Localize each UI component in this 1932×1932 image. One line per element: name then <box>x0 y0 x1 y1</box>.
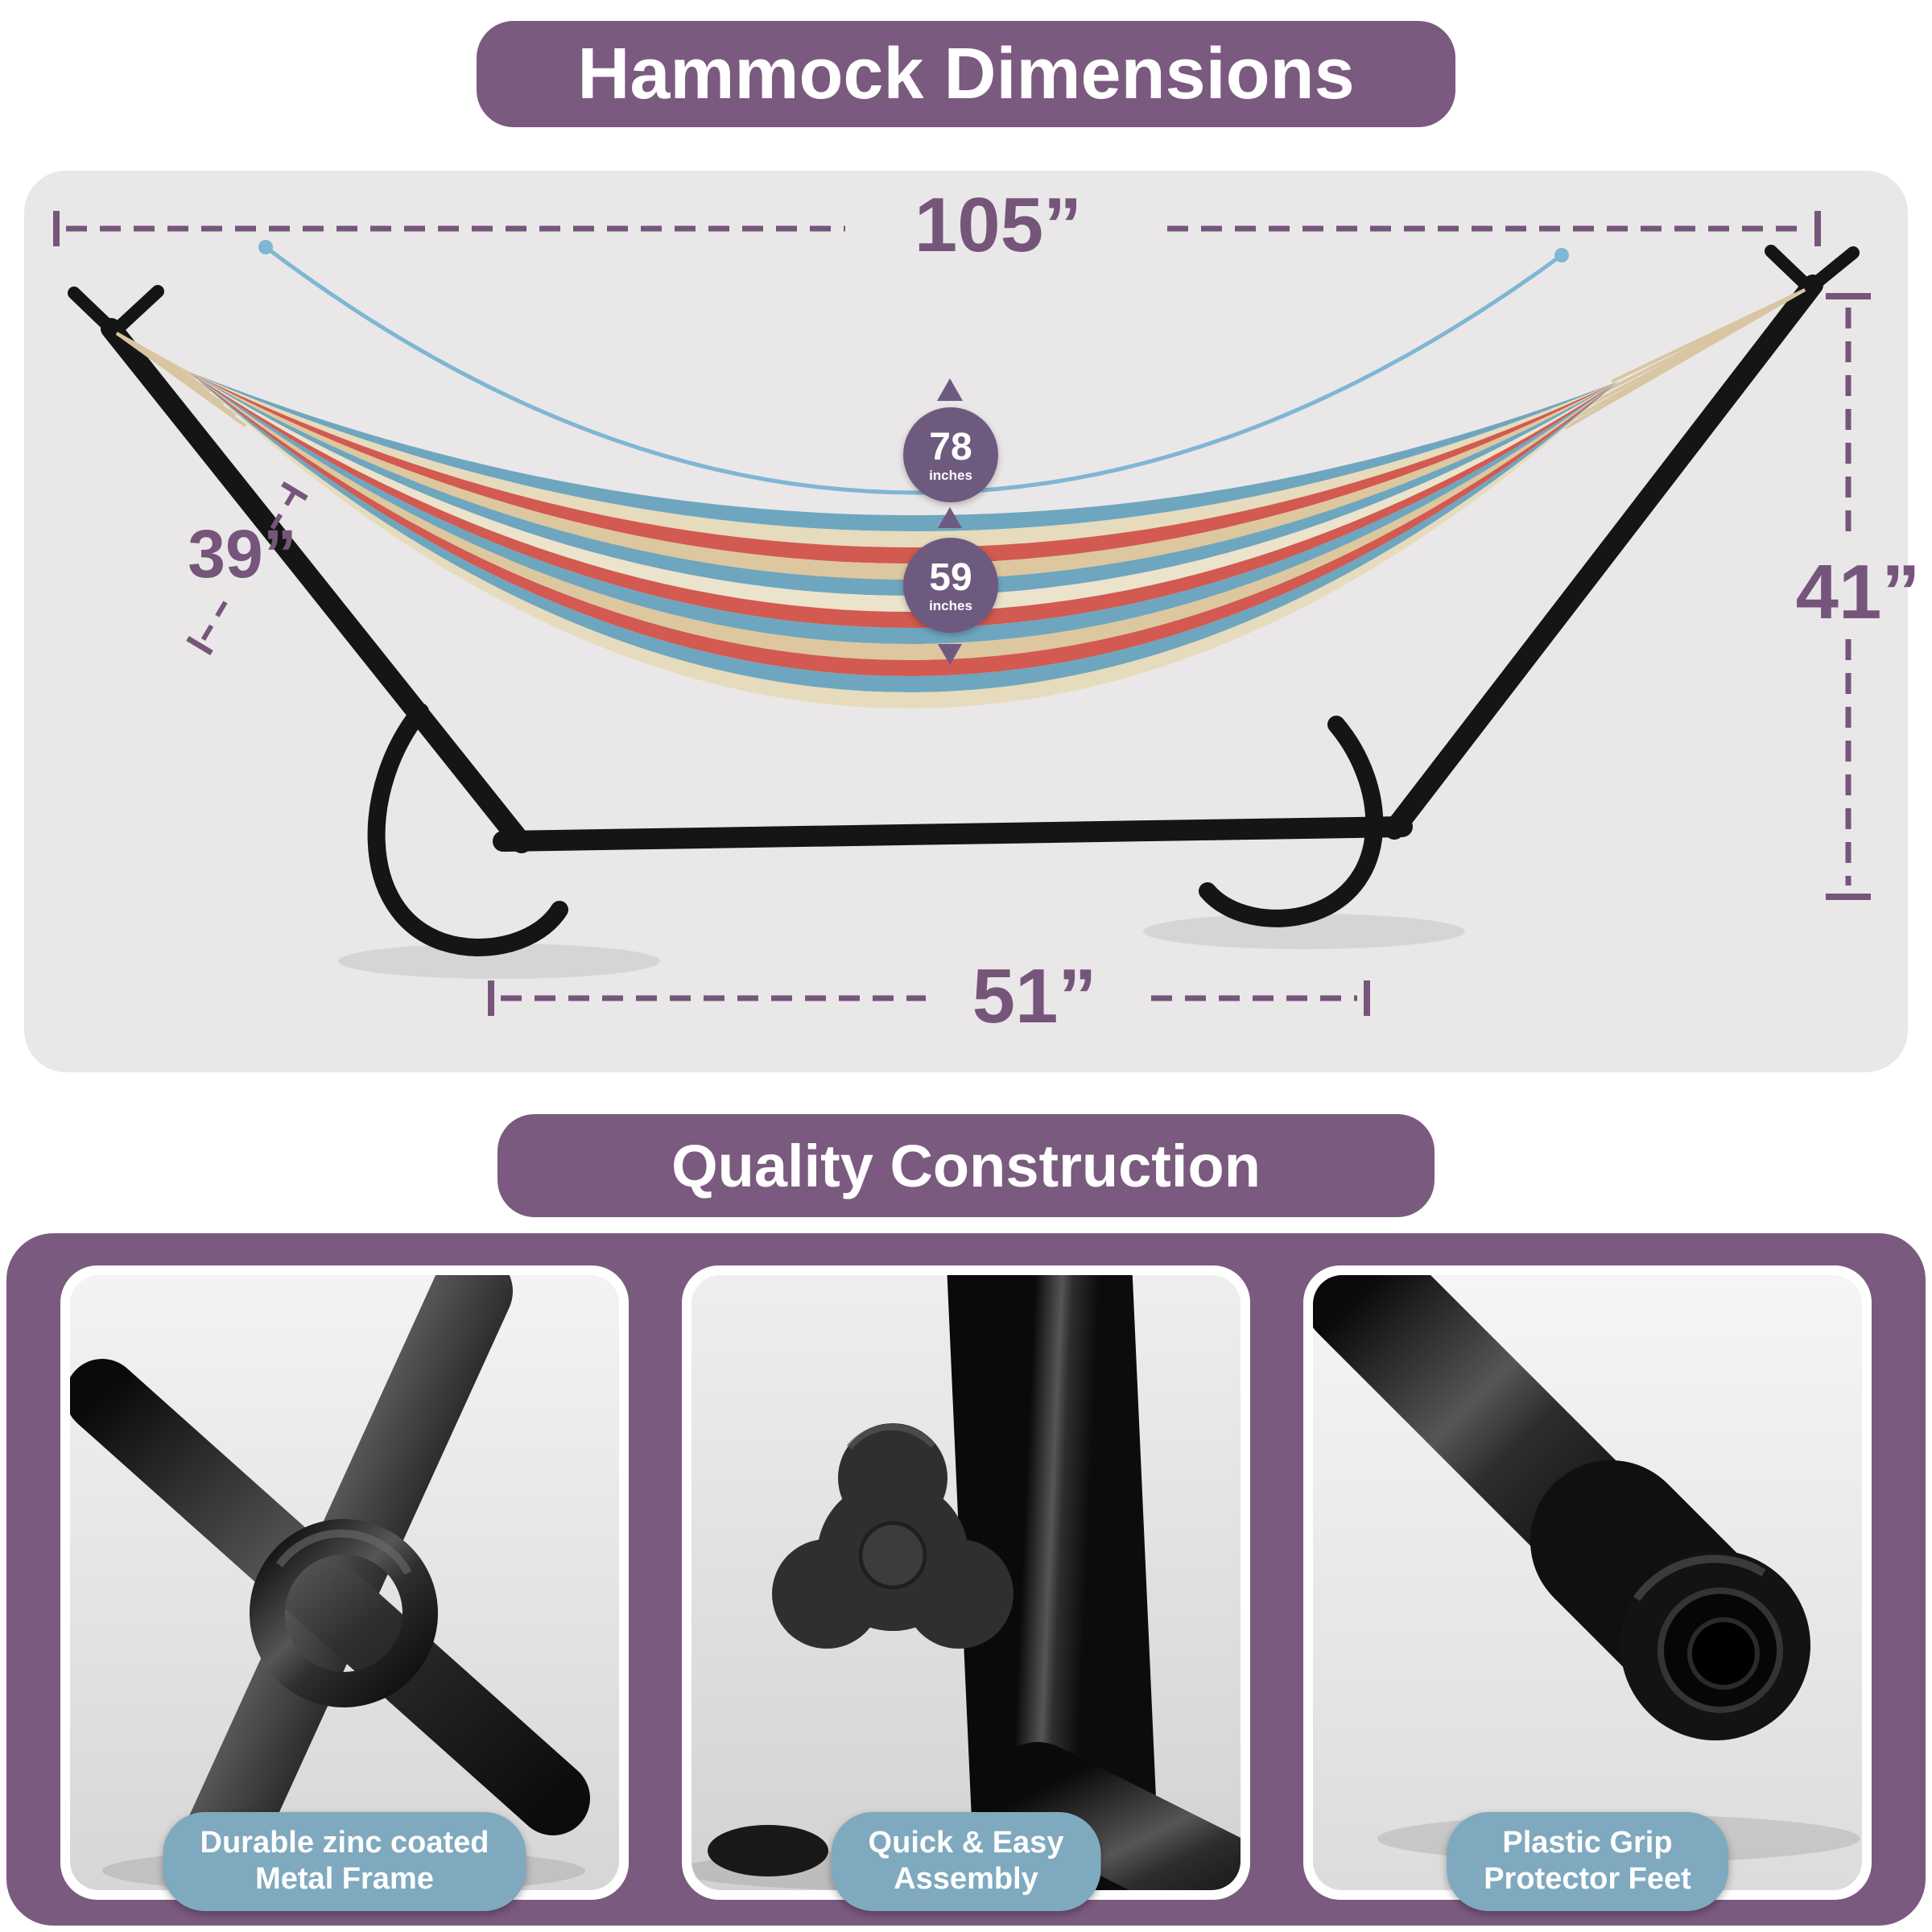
fabric-length-badge: 78 inches <box>903 407 998 502</box>
feature-2-line-1: Quick & Easy <box>868 1825 1064 1860</box>
metal-frame-photo <box>70 1275 619 1890</box>
overall-height-label: 41” <box>1795 549 1921 635</box>
feature-label-assembly: Quick & Easy Assembly <box>831 1811 1101 1911</box>
bed-width-value: 59 <box>929 556 972 600</box>
quality-panel: Durable zinc coated Metal Frame <box>6 1233 1926 1926</box>
overall-width-label: 105” <box>914 182 1083 268</box>
hammock-illustration <box>53 211 1871 1016</box>
dimensions-title-banner: Hammock Dimensions <box>477 21 1455 127</box>
feature-3-line-1: Plastic Grip <box>1502 1825 1673 1860</box>
metal-frame-joint-image <box>70 1275 619 1890</box>
hammock-fabric <box>189 372 1618 709</box>
dimensions-title: Hammock Dimensions <box>577 33 1355 114</box>
hammock-stand <box>68 245 1860 956</box>
assembly-knob-image <box>691 1275 1241 1890</box>
base-length-label: 51” <box>972 953 1097 1039</box>
feature-2-line-2: Assembly <box>894 1862 1038 1897</box>
protector-feet-photo <box>1313 1275 1862 1890</box>
quality-title-banner: Quality Construction <box>497 1114 1435 1217</box>
dimension-lines <box>53 211 1871 1016</box>
quality-title: Quality Construction <box>671 1132 1261 1199</box>
feature-1-line-1: Durable zinc coated <box>200 1825 489 1860</box>
feature-label-protector-feet: Plastic Grip Protector Feet <box>1447 1811 1728 1911</box>
fabric-length-value: 78 <box>929 426 972 469</box>
feature-label-metal-frame: Durable zinc coated Metal Frame <box>163 1811 526 1911</box>
protector-foot-image <box>1313 1275 1862 1890</box>
feature-card-metal-frame: Durable zinc coated Metal Frame <box>60 1265 629 1911</box>
bed-width-unit: inches <box>929 597 972 613</box>
assembly-photo <box>691 1275 1241 1890</box>
ground-shadow <box>338 914 1465 979</box>
fabric-length-measure-curve <box>258 240 1569 495</box>
feature-card-protector-feet: Plastic Grip Protector Feet <box>1303 1265 1872 1911</box>
foot-cap-end-icon <box>1620 1550 1810 1740</box>
dimensions-panel <box>24 171 1908 1072</box>
feature-3-line-2: Protector Feet <box>1484 1862 1691 1897</box>
badge-arrow-icons <box>937 378 963 665</box>
tightening-knob-icon <box>772 1423 1013 1649</box>
hammock-ropes <box>115 288 1806 430</box>
stand-width-label: 39” <box>188 516 297 592</box>
bed-width-badge: 59 inches <box>903 538 998 633</box>
feature-1-line-2: Metal Frame <box>255 1862 434 1897</box>
fabric-length-unit: inches <box>929 467 972 483</box>
feature-card-assembly: Quick & Easy Assembly <box>682 1265 1250 1911</box>
